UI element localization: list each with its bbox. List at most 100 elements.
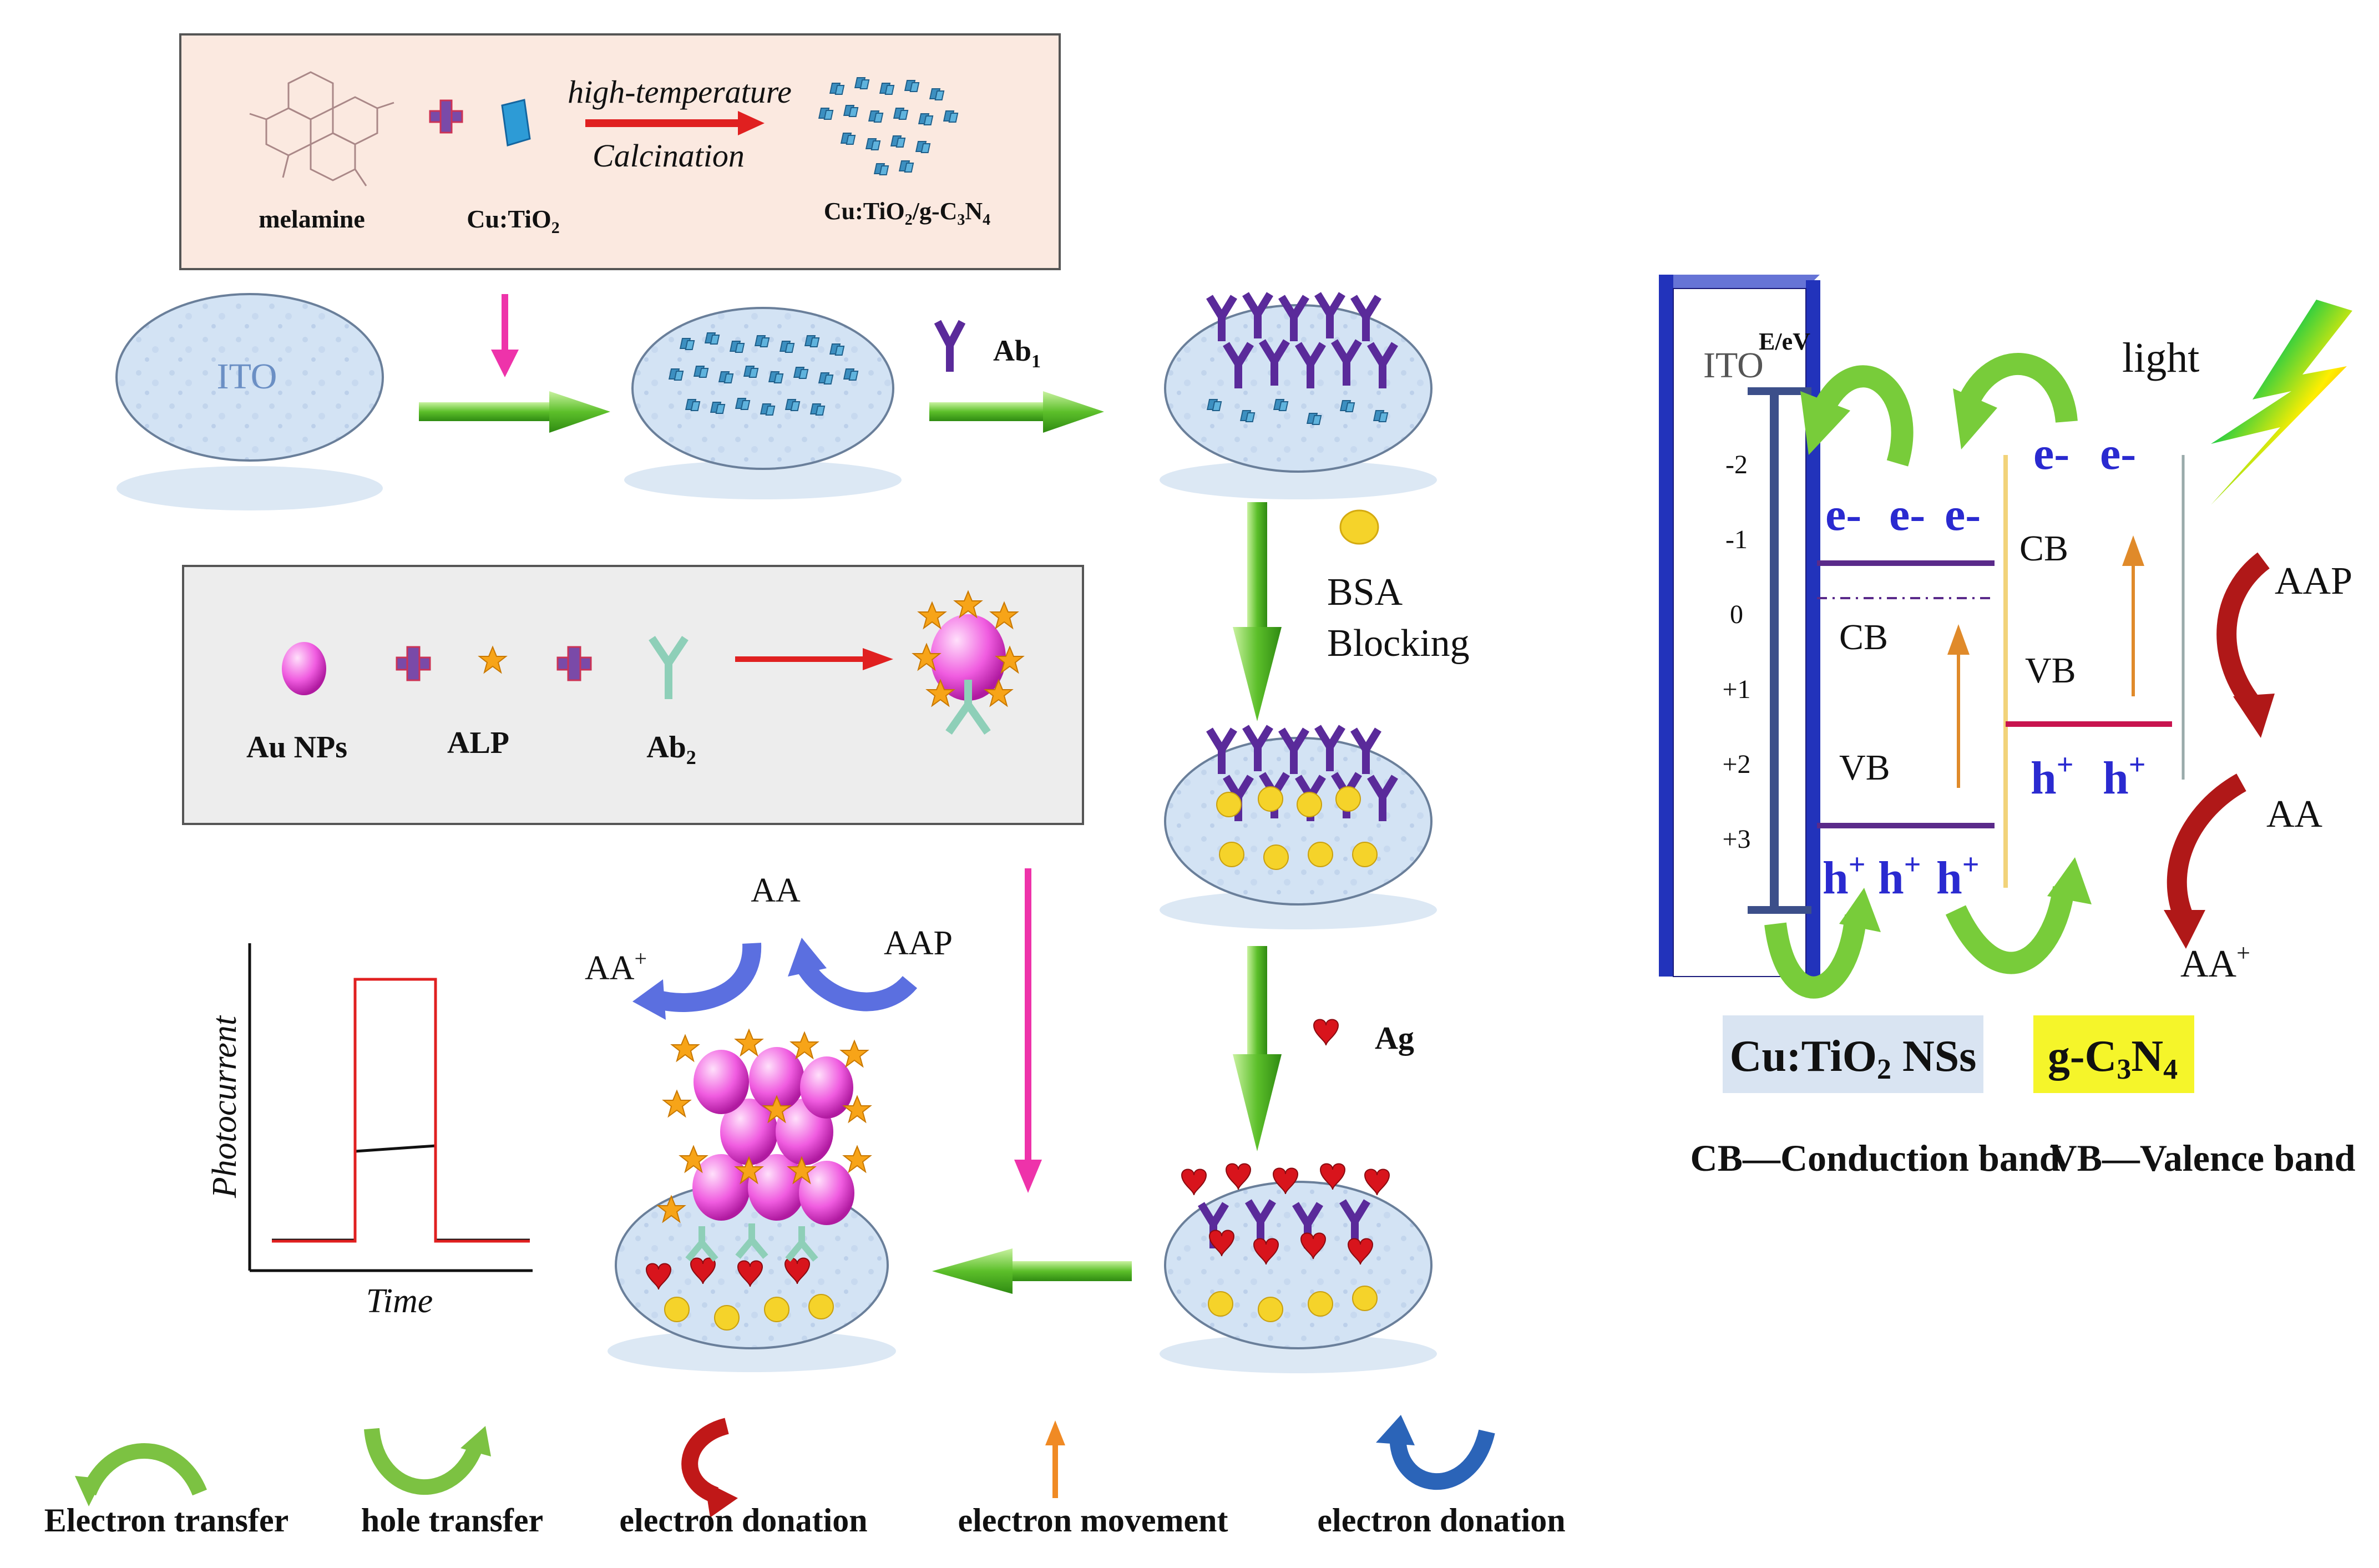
legend-electron-movement: electron movement [958, 1502, 1228, 1539]
excitation-arrowhead-2-icon [2122, 535, 2144, 566]
conjugate-product-icon [913, 591, 1024, 735]
energy-tick-label: -2 [1725, 450, 1748, 479]
ag-label: Ag [1375, 1020, 1414, 1056]
aap-label: AAP [884, 924, 953, 962]
electron-donation-red-arrow-icon [681, 1418, 730, 1504]
photocurrent-ylabel: Photocurrent [206, 1015, 244, 1198]
blue-curved-arrow-right-icon [796, 960, 918, 1011]
electron-5: e- [2100, 428, 2136, 479]
aa-label: AA [751, 872, 801, 909]
electron-transfer-arrow-icon [82, 1443, 207, 1496]
ag-electrode-shadow [1160, 1334, 1437, 1373]
electron-donation-blue-arrowhead-icon [1376, 1415, 1415, 1445]
alp-label: ALP [447, 726, 509, 760]
plus-icon-2 [396, 646, 431, 681]
final-electrode-shadow [608, 1330, 896, 1372]
electron-transfer-green-arrow-2-icon [1960, 353, 2078, 423]
calcination-arrow-top-label: high-temperature [568, 74, 792, 110]
gcn-vb-label: VB [2025, 650, 2076, 691]
green-down-arrowhead-2-icon [1233, 1054, 1282, 1151]
energy-ticks: -2-10+1+2+3 [1722, 450, 1750, 854]
photocurrent-plot: Photocurrent Time [206, 943, 533, 1320]
electron-transfer-arrowhead-icon [75, 1476, 103, 1506]
synthesis-panel: melamine Cu:TiO2 high-temperature Calcin… [179, 33, 1061, 270]
ab2-antibody-icon [649, 636, 689, 699]
modified-electrode [631, 307, 894, 470]
bsa-label: BSA [1327, 571, 1403, 614]
band-labels: e- e- e- e- e- CB VB CB VB h+ h+ h+ h+ h… [1823, 428, 2146, 904]
electron-movement-arrowhead-icon [1045, 1420, 1065, 1445]
aa-donation-arrow-icon [2167, 773, 2247, 919]
hole-1: h+ [1823, 848, 1866, 904]
pink-down-arrowhead-icon [491, 350, 519, 377]
electron-transfer-green-arrow-1-icon [1815, 365, 1914, 467]
electron-4: e- [2033, 428, 2069, 479]
blue-arrowhead-right-icon [788, 938, 827, 977]
modified-electrode-shadow [624, 461, 902, 499]
bsa-electrode [1164, 737, 1433, 906]
green-down-arrow-1-icon [1247, 502, 1267, 630]
hole-2: h+ [1878, 848, 1921, 904]
legend: Electron transfer hole transfer electron… [44, 1415, 1566, 1539]
aa-donation-arrowhead-icon [2164, 910, 2205, 949]
cutio2-crystal-icon [501, 99, 531, 146]
electron-3: e- [1945, 489, 1981, 540]
gcn-label: g-C3N4 [2048, 1032, 2178, 1085]
au-nps-label: Au NPs [246, 730, 347, 765]
ito-shadow [117, 466, 383, 510]
pink-long-arrowhead-icon [1014, 1160, 1042, 1193]
sandwich-complex-layer [646, 1029, 871, 1331]
energy-axis-label: E/eV [1759, 328, 1810, 355]
photocurrent-trace-high [272, 978, 530, 1243]
blocking-label: Blocking [1327, 622, 1470, 665]
hole-transfer-green-arrowhead-2-icon [1839, 888, 1881, 932]
conjugate-arrowhead-icon [863, 648, 893, 670]
aap-donation-arrowhead-icon [2233, 694, 2275, 738]
legend-electron-donation-2: electron donation [1317, 1502, 1565, 1539]
legend-electron-transfer: Electron transfer [44, 1502, 288, 1539]
antigen-step: Ag [932, 946, 1437, 1373]
final-electrode: AA AA+ AAP [585, 872, 953, 1372]
ab1-electrode-shadow [1160, 461, 1437, 499]
aap-donation-arrow-icon [2216, 552, 2270, 711]
bsa-dot-icon [1339, 509, 1379, 545]
ito-label: ITO [217, 356, 277, 397]
cutio2-nss-label: Cu:TiO2 NSs [1730, 1032, 1977, 1085]
blue-curved-arrow-left-icon [652, 943, 762, 1012]
green-arrowhead-2-icon [1043, 391, 1104, 433]
band-aap-label: AAP [2275, 560, 2352, 603]
light-label: light [2122, 335, 2199, 381]
conjugate-box [182, 565, 1084, 825]
ito-frame-top [1659, 275, 1820, 289]
pink-long-arrow [1014, 868, 1042, 1193]
gcn-highlight [2033, 1015, 2194, 1093]
vb-definition: VB—Valence band [2049, 1137, 2355, 1179]
synthesis-box [179, 33, 1061, 270]
legend-electron-donation-1: electron donation [619, 1502, 867, 1539]
cutio2-vb-label: VB [1839, 747, 1890, 788]
band-aa-label: AA [2266, 793, 2323, 836]
hole-4: h+ [2031, 748, 2074, 804]
gcn-cb-label: CB [2019, 528, 2068, 569]
ab2-label: Ab2 [646, 730, 696, 768]
ito-electrode [115, 293, 384, 462]
green-down-arrow-2-icon [1247, 946, 1267, 1057]
hole-transfer-arrowhead-icon [460, 1426, 491, 1456]
ab1-label: Ab1 [993, 334, 1041, 372]
composite-label: Cu:TiO2/g-C3N4 [824, 198, 990, 229]
electron-1: e- [1825, 489, 1861, 540]
green-down-arrowhead-1-icon [1233, 627, 1282, 721]
green-arrow-2-icon [929, 402, 1046, 421]
antigen-heart-icon [1313, 1019, 1339, 1046]
ito-frame-right [1806, 280, 1820, 977]
hole-transfer-green-arrow-2-icon [1764, 914, 1867, 999]
ag-bound-layer [1181, 1163, 1390, 1322]
energy-tick-label: -1 [1725, 525, 1748, 554]
bsa-step: BSA Blocking [1160, 502, 1470, 929]
electron-2: e- [1889, 489, 1925, 540]
electrode-row-1: ITO Ab1 [115, 293, 1437, 510]
cutio2-cb-label: CB [1839, 617, 1888, 657]
blue-arrowhead-left-icon [632, 979, 666, 1020]
photocurrent-trace-low [272, 1144, 530, 1242]
